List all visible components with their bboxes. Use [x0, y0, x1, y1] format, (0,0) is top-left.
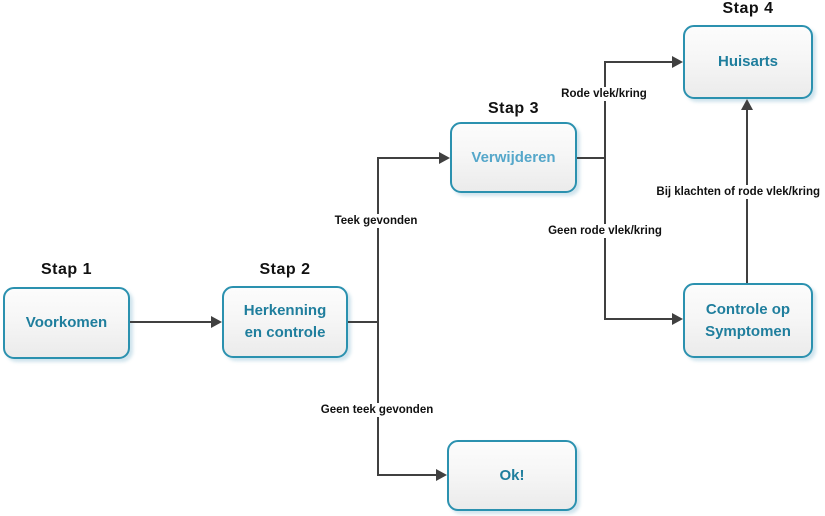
- connector-verwijderen-branch: [577, 157, 606, 159]
- connector-to-verwijderen: [377, 157, 439, 159]
- ok-box: Ok!: [447, 440, 577, 511]
- arrowhead-up-into-huisarts-icon: [741, 99, 753, 110]
- step3-title: Stap 3: [487, 100, 539, 117]
- branch-trunk-verwijderen: [604, 62, 606, 320]
- step2-title: Stap 2: [259, 261, 311, 278]
- connector-to-symptomen: [604, 318, 672, 320]
- edge-label-rode-vlek-kring: Rode vlek/kring: [558, 87, 650, 101]
- connector-to-huisarts: [604, 61, 672, 63]
- huisarts-box: Huisarts: [683, 25, 813, 99]
- edge-label-bij-klachten: Bij klachten of rode vlek/kring: [653, 185, 823, 199]
- arrowhead-into-step2-icon: [211, 316, 222, 328]
- connector-to-ok: [377, 474, 436, 476]
- herkenning-box: Herkenning en controle: [222, 286, 348, 358]
- step1-title: Stap 1: [40, 261, 92, 278]
- huisarts-label: Huisarts: [717, 53, 779, 71]
- herkenning-label: Herkenning en controle: [243, 302, 327, 341]
- branch-trunk-step2: [377, 158, 379, 476]
- arrowhead-into-symptomen-icon: [672, 313, 683, 325]
- step4-title: Stap 4: [722, 0, 774, 17]
- ok-label: Ok!: [499, 466, 525, 484]
- arrowhead-into-verwijderen-icon: [439, 152, 450, 164]
- symptomen-label: Controle op Symptomen: [705, 300, 791, 340]
- edge-label-teek-gevonden: Teek gevonden: [331, 214, 421, 228]
- connector-step2-branch: [348, 321, 379, 323]
- verwijderen-label: Verwijderen: [471, 148, 556, 166]
- edge-label-geen-rode-vlek-kring: Geen rode vlek/kring: [545, 224, 665, 238]
- verwijderen-box: Verwijderen: [450, 122, 577, 193]
- arrowhead-into-huisarts-icon: [672, 56, 683, 68]
- voorkomen-label: Voorkomen: [25, 314, 108, 332]
- connector-step1-step2: [130, 321, 211, 323]
- arrowhead-into-ok-icon: [436, 469, 447, 481]
- edge-label-geen-teek-gevonden: Geen teek gevonden: [317, 403, 437, 417]
- voorkomen-box: Voorkomen: [3, 287, 130, 359]
- symptomen-box: Controle op Symptomen: [683, 283, 813, 358]
